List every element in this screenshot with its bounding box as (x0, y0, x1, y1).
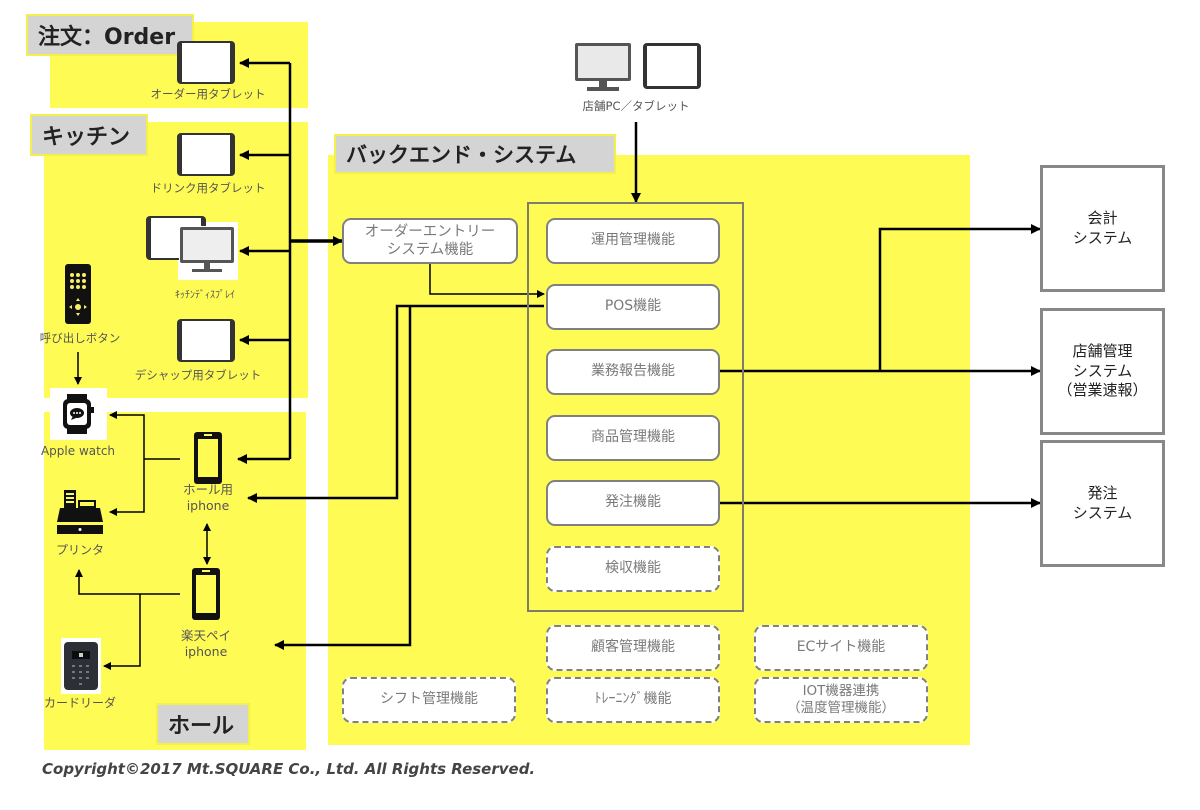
card-reader-label: カードリーダ (43, 696, 116, 710)
copyright-notice: Copyright©2017 Mt.SQUARE Co., Ltd. All R… (42, 760, 536, 778)
remote-icon (65, 264, 91, 324)
business-report-function[interactable]: 業務報告機能 (546, 349, 720, 395)
store-pc-label: 店舗PC／タブレット (582, 99, 690, 113)
kitchen-zone-title: キッチン (30, 114, 148, 156)
drink-tablet-label: ドリンク用タブレット (150, 181, 266, 195)
printer-label: プリンタ (55, 543, 104, 557)
hall-iphone-label-line2: iphone (186, 498, 230, 514)
smartwatch-icon (63, 394, 94, 434)
kitchen-display-label: ｷｯﾁﾝﾃﾞｨｽﾌﾟﾚｲ (175, 290, 235, 301)
order-zone-title: 注文：Order (26, 14, 194, 56)
operations-management-function[interactable]: 運用管理機能 (546, 218, 720, 264)
tablet-icon (177, 319, 235, 362)
tablet-icon (643, 43, 701, 89)
order-entry-line1: オーダーエントリー (364, 223, 496, 240)
rakuten-iphone-label: 楽天ペイ iphone (162, 628, 250, 661)
pos-function[interactable]: POS機能 (546, 284, 720, 330)
hall-zone-title: ホール (156, 703, 250, 745)
inspection-function[interactable]: 検収機能 (546, 546, 720, 592)
order-tablet-label: オーダー用タブレット (150, 87, 266, 101)
call-button-label: 呼び出しボタン (39, 331, 121, 345)
product-management-function[interactable]: 商品管理機能 (546, 415, 720, 461)
backend-zone-title: バックエンド・システム (334, 134, 616, 174)
hall-iphone-label: ホール用 iphone (164, 482, 252, 515)
iot-line1: IOT機器連携 (802, 683, 880, 700)
ec-site-function[interactable]: ECサイト機能 (754, 625, 928, 671)
monitor-icon (146, 216, 235, 272)
ordering-system[interactable]: 発注 システム (1040, 440, 1165, 567)
order-entry-line2: システム機能 (386, 242, 474, 258)
iot-integration-function[interactable]: IOT機器連携 （温度管理機能） (754, 677, 928, 723)
tablet-icon (177, 41, 235, 84)
deshap-tablet-label: デシャップ用タブレット (134, 368, 262, 382)
rakuten-iphone-label-line2: iphone (184, 644, 228, 660)
card-reader-icon (64, 642, 98, 690)
customer-management-function[interactable]: 顧客管理機能 (546, 625, 720, 671)
tablet-icon (177, 133, 235, 176)
rakuten-iphone-label-line1: 楽天ペイ (180, 628, 231, 643)
iot-line2: （温度管理機能） (787, 700, 895, 716)
training-function[interactable]: ﾄﾚｰﾆﾝｸﾞ機能 (546, 677, 720, 723)
shift-management-function[interactable]: シフト管理機能 (342, 677, 516, 723)
apple-watch-label: Apple watch (40, 444, 116, 458)
store-management-system[interactable]: 店舗管理 システム （営業速報） (1040, 308, 1165, 435)
ordering-function[interactable]: 発注機能 (546, 480, 720, 526)
core-function-group (527, 202, 744, 612)
order-entry-function[interactable]: オーダーエントリー システム機能 (342, 218, 518, 264)
hall-iphone-label-line1: ホール用 (182, 482, 233, 497)
cash-register-icon (57, 490, 103, 534)
smartphone-icon (192, 568, 220, 620)
smartphone-icon (194, 432, 222, 484)
monitor-icon (575, 43, 631, 91)
accounting-system[interactable]: 会計 システム (1040, 165, 1165, 292)
